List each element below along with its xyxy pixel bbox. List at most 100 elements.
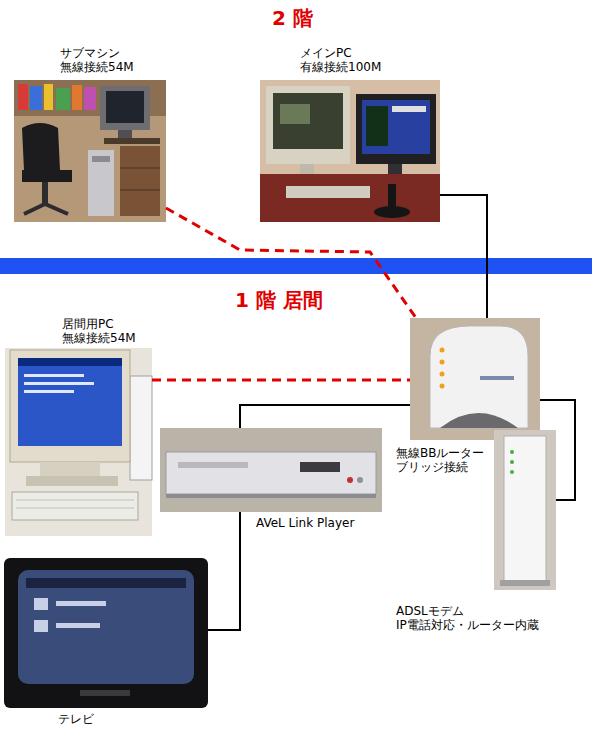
router-photo bbox=[410, 318, 540, 440]
photo-ground bbox=[14, 80, 166, 222]
keyboard bbox=[12, 492, 138, 520]
chair-seat bbox=[22, 170, 72, 182]
desk bbox=[104, 138, 160, 144]
button bbox=[357, 477, 363, 483]
monitor-stand bbox=[118, 130, 132, 138]
drawer-line bbox=[120, 168, 160, 169]
caption-block: サブマシン無線接続54M bbox=[60, 46, 134, 74]
device-caption: サブマシン bbox=[60, 46, 134, 60]
key-row bbox=[16, 500, 134, 501]
router-body bbox=[430, 326, 528, 428]
keyboard bbox=[286, 186, 370, 198]
modem-stand bbox=[500, 580, 550, 586]
monitor-screen bbox=[362, 100, 430, 154]
photo-ground bbox=[260, 80, 440, 222]
shelf-item bbox=[30, 86, 42, 110]
monitor bbox=[10, 350, 130, 462]
chair-back bbox=[22, 123, 60, 170]
device-caption: 無線BBルーター bbox=[396, 446, 484, 460]
monitor-base bbox=[40, 462, 100, 476]
wired-link bbox=[240, 405, 410, 428]
player-body bbox=[166, 452, 376, 494]
wireless-link bbox=[152, 379, 410, 382]
sub-machine: サブマシン無線接続54M bbox=[14, 80, 166, 222]
screen-content bbox=[366, 106, 388, 146]
floor-label: 2 階 bbox=[272, 6, 313, 30]
sub-machine-photo bbox=[14, 80, 166, 222]
screen-icon bbox=[34, 620, 48, 632]
drawer-line bbox=[120, 190, 160, 191]
device-caption: 居間用PC bbox=[62, 317, 136, 331]
wired-link bbox=[540, 400, 575, 500]
caption-block: 居間用PC無線接続54M bbox=[62, 317, 136, 345]
screen-content bbox=[280, 104, 310, 124]
drawer bbox=[120, 146, 160, 216]
floor-band bbox=[0, 258, 592, 274]
media-player: AVeL Link Player bbox=[160, 428, 382, 512]
modem-led bbox=[510, 460, 514, 464]
player-foot bbox=[166, 494, 376, 498]
modem-photo bbox=[494, 430, 556, 590]
shelf-item bbox=[18, 84, 28, 110]
caption-block: メインPC有線接続100M bbox=[300, 46, 381, 74]
router-led bbox=[440, 348, 445, 353]
monitor-stand bbox=[388, 164, 402, 174]
display bbox=[300, 462, 340, 472]
caption-block: 無線BBルーターブリッジ接続 bbox=[396, 446, 484, 474]
device-caption: 無線接続54M bbox=[60, 60, 134, 74]
player-photo bbox=[160, 428, 382, 512]
screen-content bbox=[24, 382, 94, 385]
modem-led bbox=[510, 450, 514, 454]
desk bbox=[260, 174, 440, 222]
living-pc: 居間用PC無線接続54M bbox=[5, 348, 152, 536]
screen-icon bbox=[34, 598, 48, 610]
monitor-screen bbox=[18, 358, 122, 446]
shelf-item bbox=[44, 84, 53, 110]
device-caption: 無線接続54M bbox=[62, 331, 136, 345]
shelf-item bbox=[72, 85, 82, 110]
device-caption: AVeL Link Player bbox=[256, 516, 354, 530]
router-stand bbox=[440, 413, 518, 428]
side-monitor bbox=[130, 376, 152, 480]
device-caption: メインPC bbox=[300, 46, 381, 60]
tv-badge bbox=[80, 690, 130, 696]
pc-tower bbox=[88, 150, 114, 216]
device-caption: IP電話対応・ルーター内蔵 bbox=[396, 618, 539, 632]
device-caption: 有線接続100M bbox=[300, 60, 381, 74]
shelf-item bbox=[84, 87, 96, 110]
screen-content bbox=[392, 106, 426, 112]
wired-link bbox=[440, 195, 487, 318]
photo-ground bbox=[410, 318, 540, 440]
monitor-stand bbox=[300, 164, 314, 174]
monitor-screen bbox=[273, 93, 343, 149]
disc-tray bbox=[178, 462, 248, 468]
monitor bbox=[266, 86, 350, 164]
caption-block: ADSLモデムIP電話対応・ルーター内蔵 bbox=[396, 604, 539, 632]
screen-content bbox=[24, 390, 74, 393]
shelf-item bbox=[56, 88, 70, 110]
router-led bbox=[440, 384, 445, 389]
screen-bar bbox=[26, 578, 186, 588]
television: テレビ bbox=[4, 558, 208, 708]
tv-body bbox=[4, 558, 208, 708]
device-caption: ブリッジ接続 bbox=[396, 460, 484, 474]
photo-ground bbox=[160, 428, 382, 512]
router-led bbox=[440, 360, 445, 365]
monitor bbox=[100, 86, 150, 130]
caption-block: AVeL Link Player bbox=[256, 516, 354, 530]
router-led bbox=[440, 372, 445, 377]
tv-photo bbox=[4, 558, 208, 708]
key-row bbox=[16, 508, 134, 509]
living-pc-photo bbox=[5, 348, 152, 536]
modem-led bbox=[510, 470, 514, 474]
wireless-link bbox=[166, 208, 416, 318]
screen-bar bbox=[18, 358, 122, 366]
caption-block: テレビ bbox=[58, 712, 94, 726]
main-pc: メインPC有線接続100M bbox=[260, 80, 440, 222]
button bbox=[347, 477, 353, 483]
device-caption: ADSLモデム bbox=[396, 604, 539, 618]
main-pc-photo bbox=[260, 80, 440, 222]
screen-content bbox=[56, 601, 106, 606]
wired-link bbox=[208, 512, 240, 630]
